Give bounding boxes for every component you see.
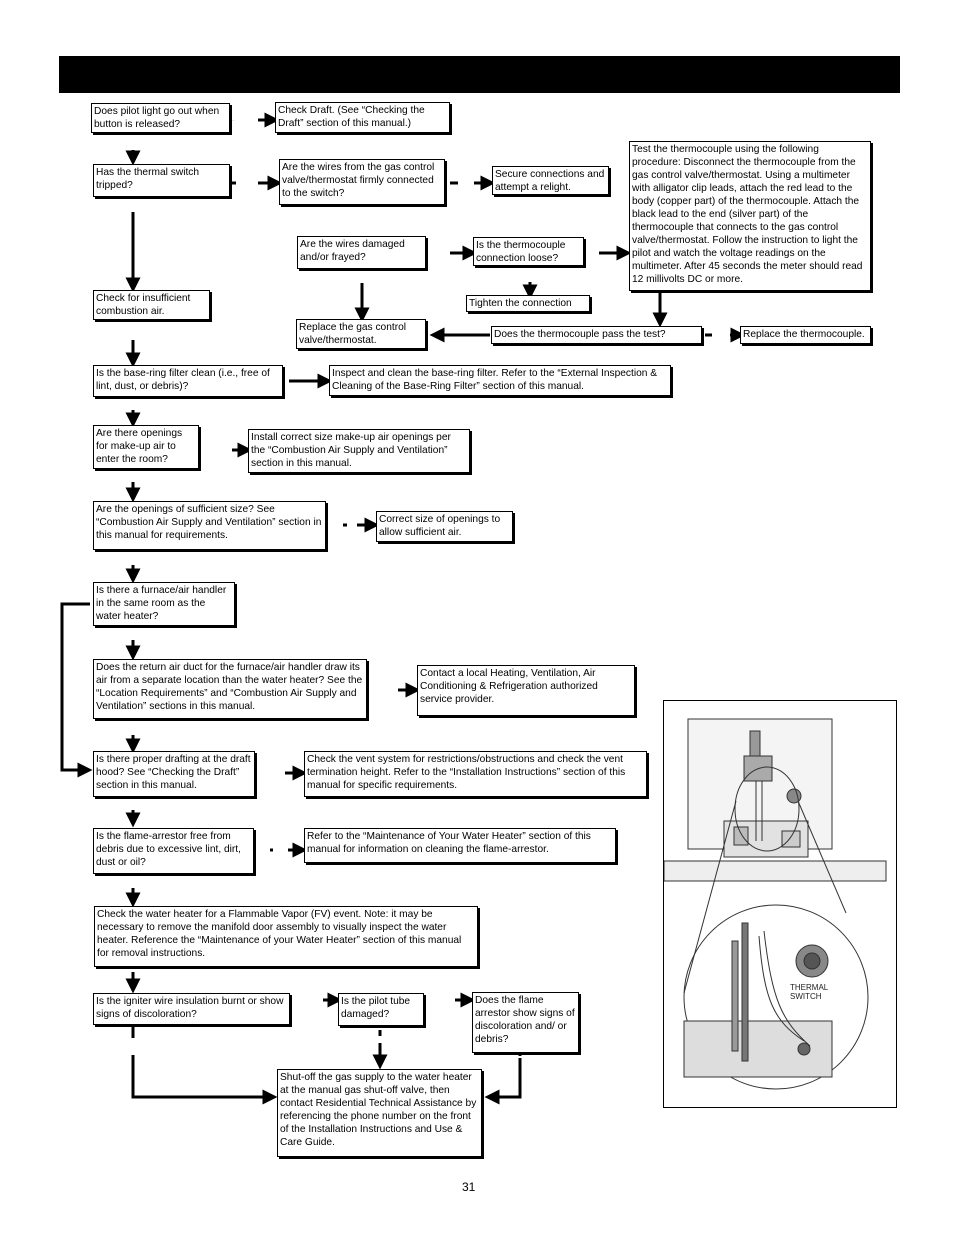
action-check-combustion-air: Check for insufficient combustion air.: [93, 290, 210, 320]
question-thermal-switch-tripped: Has the thermal switch tripped?: [93, 164, 230, 197]
question-return-air-duct: Does the return air duct for the furnace…: [93, 659, 367, 719]
question-thermocouple-pass: Does the thermocouple pass the test?: [491, 326, 702, 344]
action-replace-thermocouple: Replace the thermocouple.: [740, 326, 871, 344]
question-igniter-wire: Is the igniter wire insulation burnt or …: [93, 993, 290, 1025]
question-openings-size: Are the openings of sufficient size? See…: [93, 501, 326, 550]
action-tighten-connection: Tighten the connection: [466, 295, 590, 312]
question-filter-clean: Is the base-ring filter clean (i.e., fre…: [93, 365, 283, 397]
action-test-thermocouple: Test the thermocouple using the followin…: [629, 141, 871, 291]
page-number: 31: [462, 1180, 476, 1194]
question-makeup-openings: Are there openings for make-up air to en…: [93, 425, 199, 469]
question-flame-arrestor-free: Is the flame-arrestor free from debris d…: [93, 828, 254, 874]
action-secure-connections: Secure connections and attempt a relight…: [492, 166, 609, 195]
question-proper-drafting: Is there proper drafting at the draft ho…: [93, 751, 255, 797]
question-flame-arrestor-discoloration: Does the flame arrestor show signs of di…: [472, 992, 579, 1053]
question-pilot-tube: Is the pilot tube damaged?: [338, 993, 424, 1026]
thermal-switch-figure: THERMAL SWITCH: [663, 700, 897, 1108]
water-heater-illustration: [663, 718, 887, 1090]
action-install-openings: Install correct size make-up air opening…: [248, 429, 470, 473]
action-clean-filter: Inspect and clean the base-ring filter. …: [329, 365, 671, 396]
action-maintenance-reference: Refer to the “Maintenance of Your Water …: [304, 828, 616, 863]
action-check-draft: Check Draft. (See “Checking the Draft” s…: [275, 102, 450, 133]
question-wires-connected: Are the wires from the gas control valve…: [279, 159, 445, 205]
question-wires-damaged: Are the wires damaged and/or frayed?: [297, 236, 426, 269]
question-pilot-goes-out: Does pilot light go out when button is r…: [91, 103, 230, 133]
thermal-switch-label: THERMAL SWITCH: [790, 983, 828, 1001]
action-check-fv-event: Check the water heater for a Flammable V…: [94, 906, 478, 967]
action-replace-gas-valve: Replace the gas control valve/thermostat…: [296, 319, 426, 349]
header-bar: [59, 56, 900, 93]
question-thermocouple-loose: Is the thermocouple connection loose?: [473, 237, 584, 266]
action-contact-hvac: Contact a local Heating, Ventilation, Ai…: [417, 665, 635, 716]
action-correct-size: Correct size of openings to allow suffic…: [376, 511, 513, 542]
question-furnace-in-room: Is there a furnace/air handler in the sa…: [93, 582, 235, 626]
action-check-vent-system: Check the vent system for restrictions/o…: [304, 751, 647, 797]
action-shut-off-gas: Shut-off the gas supply to the water hea…: [277, 1069, 482, 1157]
